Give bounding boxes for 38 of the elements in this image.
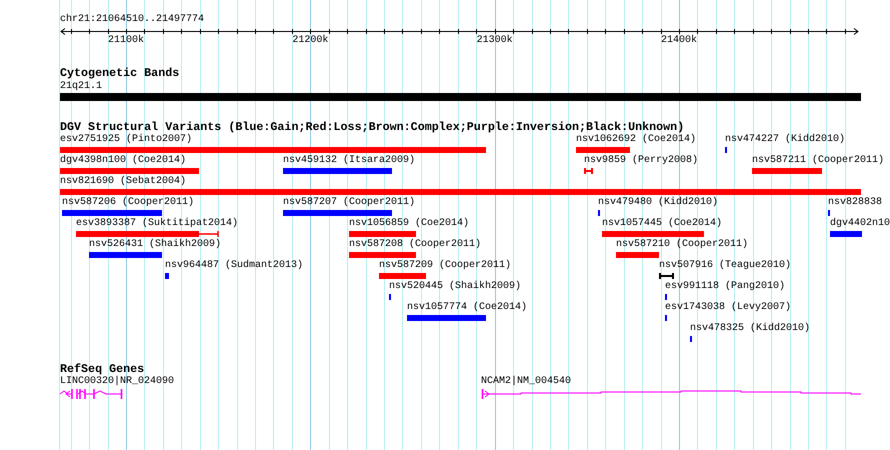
variant-label: nsv1057774 (Coe2014) [407,302,528,313]
variant-label: nsv479480 (Kidd2010) [598,197,718,208]
variant-label: nsv9859 (Perry2008) [584,155,698,166]
variant-label: nsv587211 (Cooper2011) [752,155,884,166]
tick-label: 21100k [108,35,144,46]
tick-label: 21300k [476,35,513,46]
track-title: DGV Structural Variants (Blue:Gain;Red:Loss;Brown:Complex;Purple:Inversion;Black:Unknown) [60,121,684,134]
track-title: RefSeq Genes [60,363,144,376]
gene-label: LINC00320|NR_024090 [60,376,174,387]
variant-label: nsv587206 (Cooper2011) [62,197,194,208]
variant-label: nsv587207 (Cooper2011) [283,197,416,208]
variant-label: nsv964487 (Sudmant2013) [165,260,304,271]
tick-label: 21400k [660,35,697,46]
variant-label: nsv587209 (Cooper2011) [379,260,512,271]
variant-label: nsv821690 (Sebat2004) [60,176,186,187]
variant-label: dgv4398n100 (Coe2014) [60,155,186,166]
variant-label: dgv4402n10 [830,218,890,229]
variant-label: nsv478325 (Kidd2010) [690,323,810,334]
variant-label: nsv587210 (Cooper2011) [616,239,748,250]
variant-label: nsv1062692 (Coe2014) [576,134,696,145]
variant-label: nsv828838 [828,197,882,208]
variant-label: nsv520445 (Shaikh2009) [389,281,522,292]
variant-label: esv991118 (Pang2010) [665,281,786,292]
variant-label: nsv1056859 (Coe2014) [349,218,470,229]
variant-label: nsv474227 (Kidd2010) [725,134,846,145]
variant-label: nsv587208 (Cooper2011) [349,239,482,250]
variant-label: nsv459132 (Itsara2009) [283,155,416,166]
coordinate-label: chr21:21064510..21497774 [60,14,204,25]
variant-label: esv2751925 (Pinto2007) [60,134,192,145]
variant-label: nsv1057445 (Coe2014) [602,218,722,229]
tick-label: 21200k [292,35,328,46]
variant-label: nsv526431 (Shaikh2009) [89,239,222,250]
variant-label: nsv507916 (Teague2010) [659,260,792,271]
track-title: Cytogenetic Bands [60,67,180,80]
variant-label: esv3893387 (Suktitipat2014) [76,218,238,229]
gene-label: NCAM2|NM_004540 [481,376,572,387]
band-label: 21q21.1 [60,81,102,92]
variant-label: esv1743038 (Levy2007) [665,302,792,313]
